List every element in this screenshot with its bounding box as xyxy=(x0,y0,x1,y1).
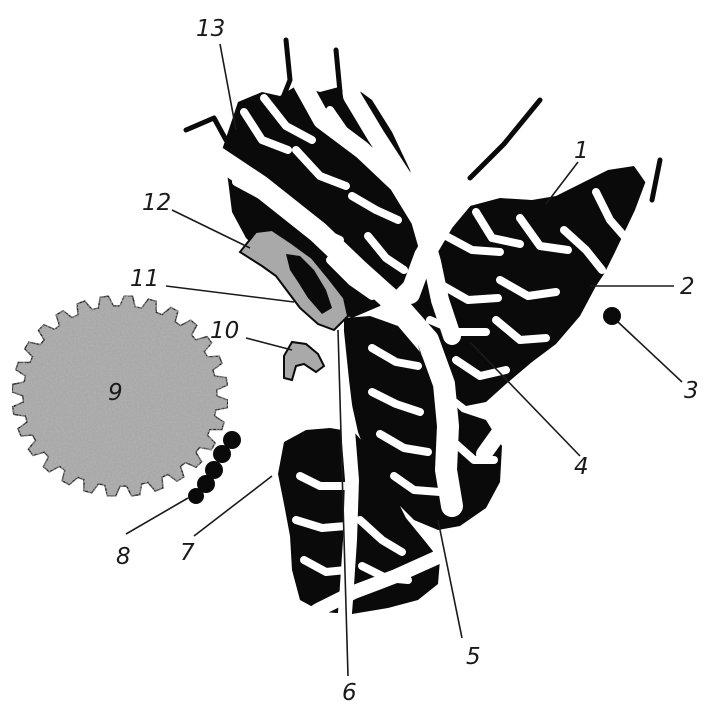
label-6: 6 xyxy=(342,680,357,706)
label-9: 9 xyxy=(108,380,123,406)
blob-2 xyxy=(566,264,590,288)
label-2: 2 xyxy=(680,274,695,300)
label-5: 5 xyxy=(466,644,481,670)
label-10: 10 xyxy=(210,318,239,344)
label-1: 1 xyxy=(574,138,589,164)
label-4: 4 xyxy=(574,454,589,480)
label-8: 8 xyxy=(116,544,131,570)
gray-body-10 xyxy=(284,342,324,380)
label-3: 3 xyxy=(684,378,699,404)
label-12: 12 xyxy=(142,190,171,216)
label-7: 7 xyxy=(180,540,195,566)
blob-1 xyxy=(526,200,554,216)
tissue-mass xyxy=(186,40,660,650)
label-11: 11 xyxy=(130,266,159,292)
label-13: 13 xyxy=(196,16,225,42)
